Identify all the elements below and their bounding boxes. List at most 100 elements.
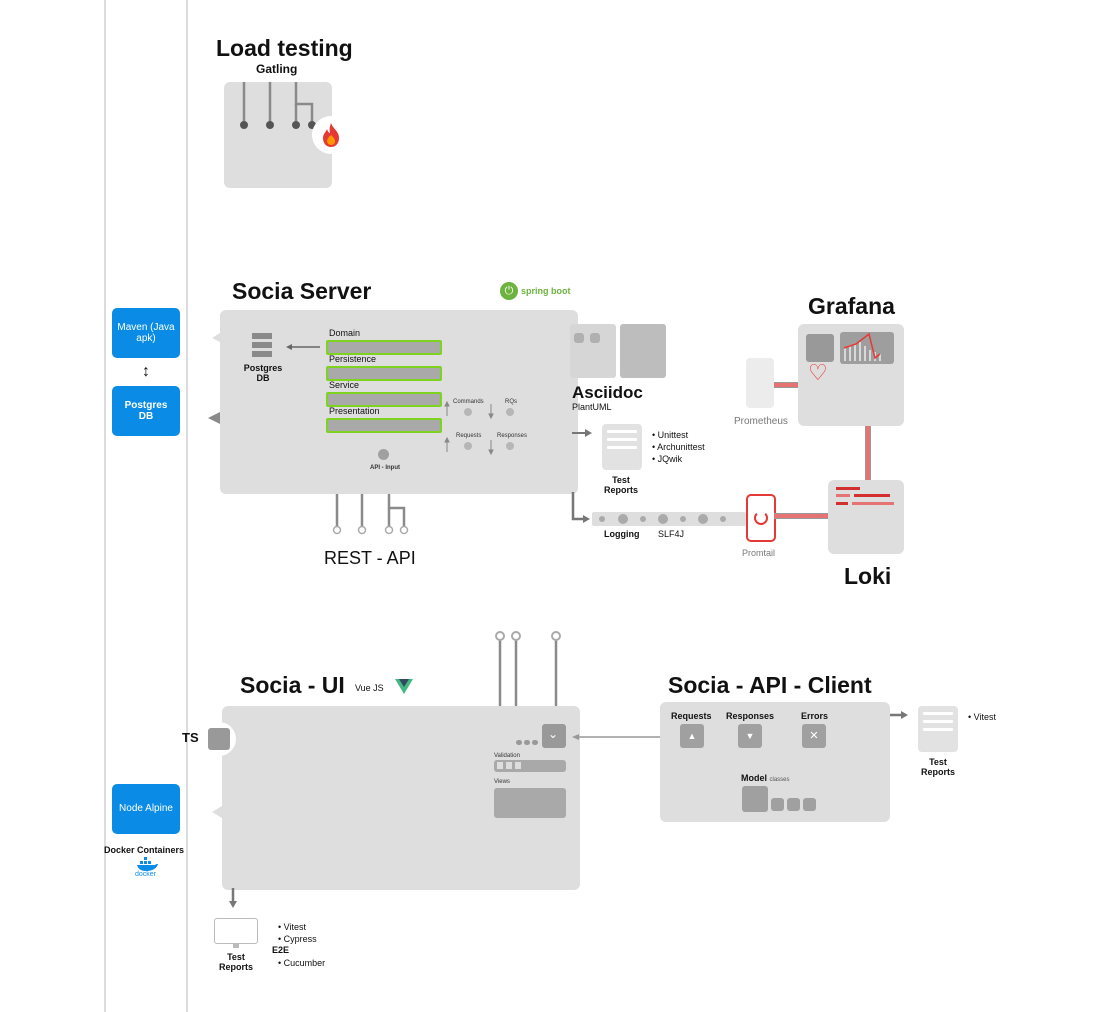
maven-postgres-arrow-icon: ↕ [142,363,150,380]
slf4j-label: SLF4J [658,529,685,539]
api-client-title: Socia - API - Client [668,672,872,698]
layer-bar-persistence [326,366,442,381]
client-test-list: Vitest [968,711,996,723]
grafana-chart-panel [840,332,894,364]
asciidoc-block-1 [574,333,584,343]
client-to-tests-arrow [890,711,908,719]
client-test-item: Vitest [968,711,996,723]
loki-log-line [836,502,848,505]
maven-badge: Maven (Java apk) [112,308,180,358]
server-title: Socia Server [232,278,372,304]
e2e-test-item: Cucumber [278,957,326,969]
server-test-item: Archunittest [652,441,705,453]
grafana-title: Grafana [808,293,895,319]
views-label: Views [494,779,510,785]
layer-label-persistence: Persistence [329,354,377,364]
cqrs-node-commands [464,408,472,416]
validation-field [494,760,566,772]
monitor-stand [233,944,239,948]
model-subtitle: classes [769,777,790,783]
promtail-label: Promtail [742,548,776,558]
layer-bar-presentation [326,418,442,433]
ui-test-item: Vitest [278,921,317,933]
vue-label: Vue JS [355,683,384,693]
logging-node [640,516,646,522]
server-test-list: Unittest Archunittest JQwik [652,429,705,465]
ui-to-tests-arrow [229,888,237,908]
loki-box [828,480,904,554]
errors-label: Errors [801,711,829,721]
vue-logo-icon [395,679,413,694]
monitor-icon [214,918,258,944]
server-test-report-doc-icon [602,424,642,470]
grafana-panel-block [806,334,834,362]
e2e-test-list: Cucumber [278,957,326,969]
model-title: Model [741,773,767,783]
client-to-ui-arrow [572,734,660,740]
node-badge: Node Alpine [112,784,180,834]
docker-containers-label: Docker Containers [104,845,185,855]
gatling-flame-icon [312,116,350,154]
grafana-loki-pipe [865,425,871,481]
ui-top-connectors [495,631,561,706]
loki-log-line [854,494,890,497]
spring-boot-label: spring boot [521,286,571,296]
ui-toolbar-block [532,740,538,745]
e2e-label: E2E [272,945,290,955]
logging-node [680,516,686,522]
asciidoc-page-right [620,324,666,378]
ui-test-list: Vitest Cypress [278,921,317,945]
validation-chip [515,762,521,769]
logging-node [658,514,668,524]
grafana-heart-icon: ♡ [808,360,828,385]
loki-log-line [836,494,850,497]
logging-pipe [592,512,746,526]
logging-node [698,514,708,524]
ui-dropdown-box [542,724,566,748]
cqrs-arrows [444,400,494,456]
logging-node [618,514,628,524]
layer-bar-service [326,392,442,407]
cqrs-node-requests [464,442,472,450]
ui-title: Socia - UI [240,672,345,698]
promtail-loki-pipe [774,513,828,519]
grafana-chart-icon [843,332,881,361]
server-test-reports-label: Test Reports [603,475,638,495]
requests-label: Requests [671,711,712,721]
layer-bar-domain [326,340,442,355]
layer-label-presentation: Presentation [329,406,380,416]
spring-power-icon: ⏻ [500,282,518,300]
server-test-item: JQwik [652,453,705,465]
validation-chip [497,762,503,769]
load-testing-title: Load testing [216,35,353,61]
rest-api-label: REST - API [324,548,416,568]
postgres-db-label: Postgres DB [243,363,283,383]
validation-label: Validation [494,753,520,759]
server-to-logging-arrow [571,492,590,523]
loki-log-line [852,502,894,505]
views-panel [494,788,566,818]
cqrs-requests-label: Requests [456,433,482,439]
cqrs-rqs-label: RQs [505,399,517,405]
api-input-label: API - Input [370,465,400,471]
layer-label-service: Service [329,380,360,390]
prometheus-grafana-pipe [774,382,798,388]
errors-block: ✕ [802,724,826,748]
cqrs-node-responses [506,442,514,450]
api-input-node [378,449,389,460]
docker-whale-icon [136,857,158,871]
postgres-badge: Postgres DB [112,386,180,436]
cqrs-responses-label: Responses [497,433,528,439]
server-test-item: Unittest [652,429,705,441]
asciidoc-block-2 [590,333,600,343]
model-label: Model classes [741,773,790,784]
model-block-large [742,786,768,812]
responses-label: Responses [726,711,775,721]
ui-test-reports-label: Test Reports [218,952,253,972]
responses-block: ▼ [738,724,762,748]
prometheus-label: Prometheus [734,416,788,427]
validation-chip [506,762,512,769]
ui-port-notch [212,806,222,818]
lane-divider-left [104,0,106,1012]
promtail-spinner-icon [754,511,768,525]
